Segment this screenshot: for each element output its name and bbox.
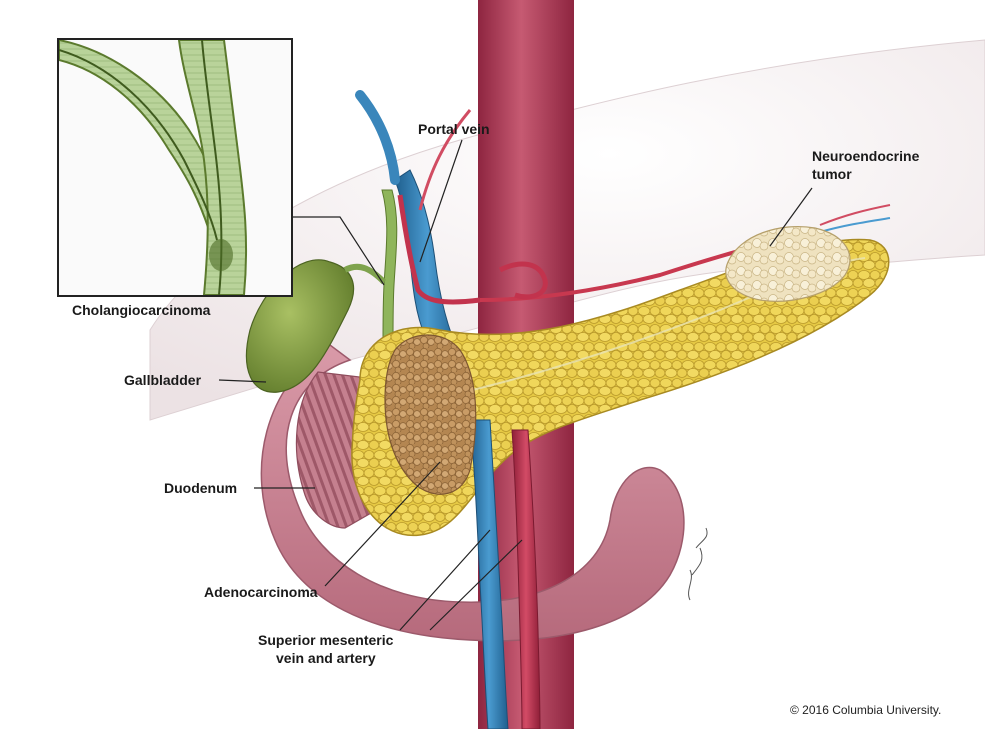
sm-artery-shape	[511, 429, 541, 729]
artist-signature	[688, 527, 708, 601]
upper-vessels	[418, 109, 472, 211]
neuroendocrine-label-line2: tumor	[812, 166, 852, 182]
portal-vein-label: Portal vein	[418, 121, 490, 137]
duodenum-label: Duodenum	[164, 480, 238, 496]
duct-right-branch	[177, 40, 248, 295]
smva-label-line2: vein and artery	[276, 650, 376, 666]
leader-neuroendocrine	[769, 187, 813, 247]
cystic-duct-shape	[343, 263, 387, 285]
adenocarcinoma-shape	[384, 334, 477, 495]
neuroendocrine-tumor-shape	[725, 225, 851, 302]
leader-gallbladder	[218, 379, 267, 383]
tail-vessels-blue	[819, 217, 891, 233]
duct-narrowing	[209, 239, 233, 271]
tail-vessels-red	[819, 204, 891, 226]
leader-smva-2	[429, 539, 523, 631]
smva-label-line1: Superior mesenteric	[258, 632, 394, 648]
leader-cholangiocarcinoma	[293, 216, 385, 286]
hepatic-artery	[397, 194, 481, 305]
sm-vein-shape	[469, 419, 509, 729]
celiac-knot	[498, 261, 548, 300]
duct-lumen-left	[59, 49, 218, 241]
leader-adenocarcinoma	[324, 461, 441, 587]
cholangiocarcinoma-inset	[57, 38, 293, 297]
portal-vein-upper	[355, 90, 400, 185]
copyright-notice: © 2016 Columbia University.	[790, 703, 942, 717]
leader-portal-vein	[419, 139, 463, 263]
adenocarcinoma-label: Adenocarcinoma	[204, 584, 318, 600]
leader-lines	[218, 139, 813, 631]
neuroendocrine-label-line1: Neuroendocrine	[812, 148, 920, 164]
leader-smva	[399, 529, 491, 631]
bile-duct-closeup	[59, 40, 248, 295]
cholangiocarcinoma-label: Cholangiocarcinoma	[72, 302, 211, 318]
gallbladder-label: Gallbladder	[124, 372, 202, 388]
